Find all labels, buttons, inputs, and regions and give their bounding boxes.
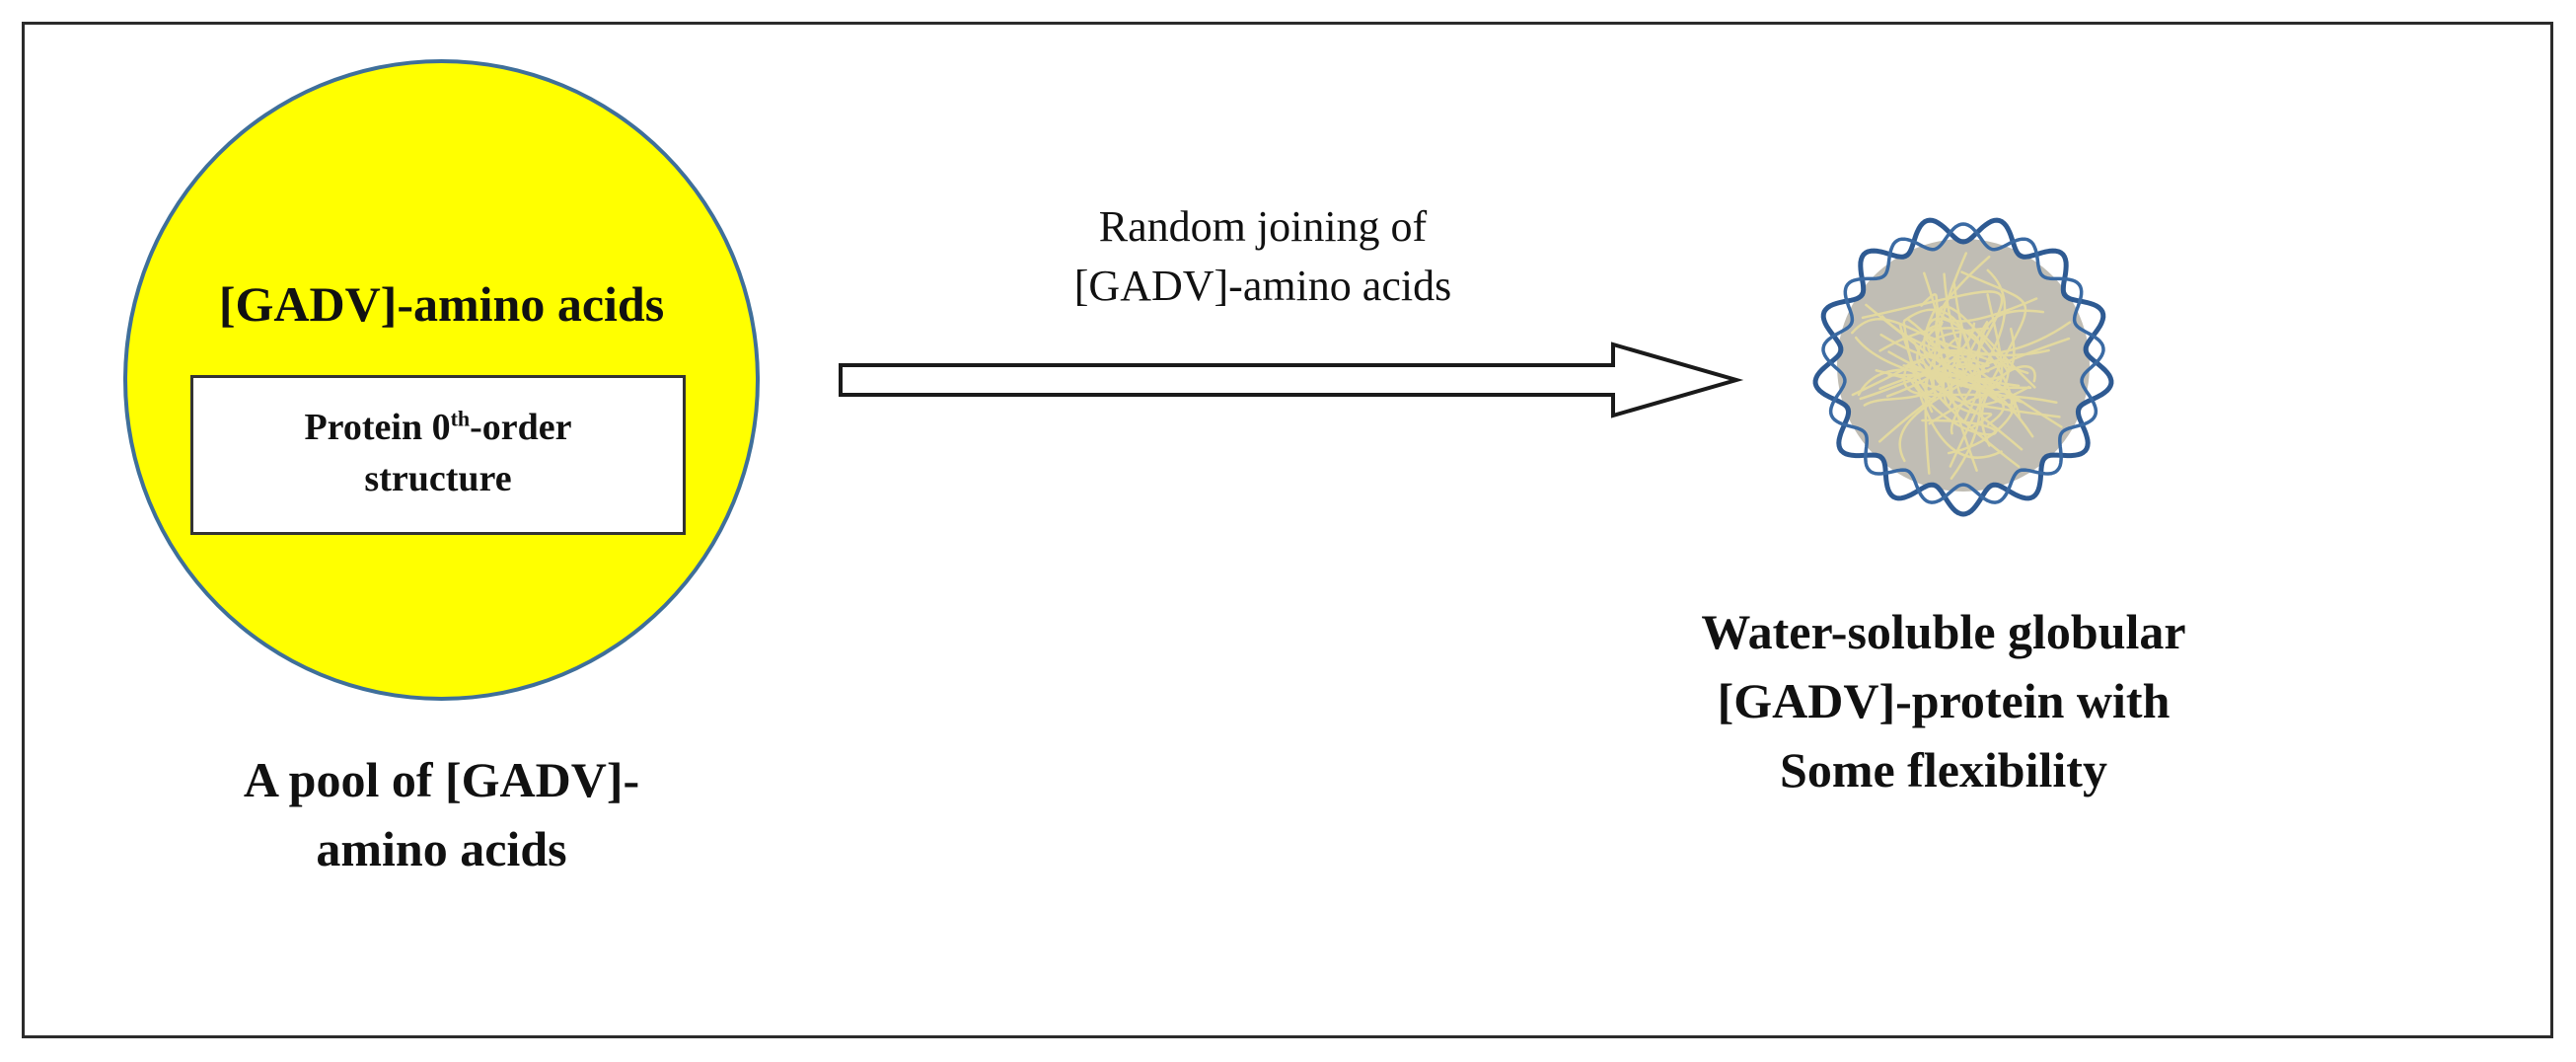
globule-chain-segment xyxy=(1925,317,2014,413)
process-label-line2: [GADV]-amino acids xyxy=(1073,262,1452,310)
structure-superscript: th xyxy=(450,406,471,431)
globule-chain-segment xyxy=(1924,348,2029,475)
pool-caption-line2: amino acids xyxy=(316,821,567,876)
process-label: Random joining of [GADV]-amino acids xyxy=(947,197,1579,316)
globule-backbone-strand-inner xyxy=(1821,222,2105,504)
globule-chain-segment xyxy=(1902,364,2024,404)
globule-chain-segment xyxy=(1935,337,2071,388)
result-caption-line2: [GADV]-protein with xyxy=(1717,673,2171,728)
globule-chain-segment xyxy=(1880,315,1990,369)
globule-chain-tangle xyxy=(1851,252,2072,481)
globule-chain-segment xyxy=(1851,318,2050,357)
figure-frame xyxy=(22,22,2553,1038)
process-arrow xyxy=(839,341,1744,418)
globule-chain-segment xyxy=(1928,390,2017,455)
globular-protein xyxy=(1812,217,2114,517)
pool-caption-line1: A pool of [GADV]- xyxy=(243,752,640,807)
globule-chain-segment xyxy=(1861,290,2004,372)
structure-box-line2: structure xyxy=(364,458,512,499)
process-label-line1: Random joining of xyxy=(1098,202,1428,251)
globule-chain-segment xyxy=(1920,293,2038,323)
globule-chain-segment xyxy=(1950,268,2007,435)
globule-chain-segment xyxy=(1936,337,2030,407)
pool-heading: [GADV]-amino acids xyxy=(218,276,665,332)
result-caption: Water-soluble globular [GADV]-protein wi… xyxy=(1559,597,2328,804)
pool-caption: A pool of [GADV]- amino acids xyxy=(123,745,760,883)
structure-suffix: -order xyxy=(470,407,572,448)
result-caption-line1: Water-soluble globular xyxy=(1701,604,2186,659)
process-arrow-shape xyxy=(839,341,1744,418)
zeroth-order-structure-box: Protein 0th-order structure xyxy=(190,375,686,535)
globule-chain-segment xyxy=(1865,293,2004,390)
globule-backbone-strand xyxy=(1812,217,2114,517)
result-caption-line3: Some flexibility xyxy=(1780,742,2107,797)
globule-chain-segment xyxy=(1902,321,2003,459)
structure-box-line1: Protein 0th-order xyxy=(193,402,683,453)
structure-prefix: Protein 0 xyxy=(304,407,451,448)
